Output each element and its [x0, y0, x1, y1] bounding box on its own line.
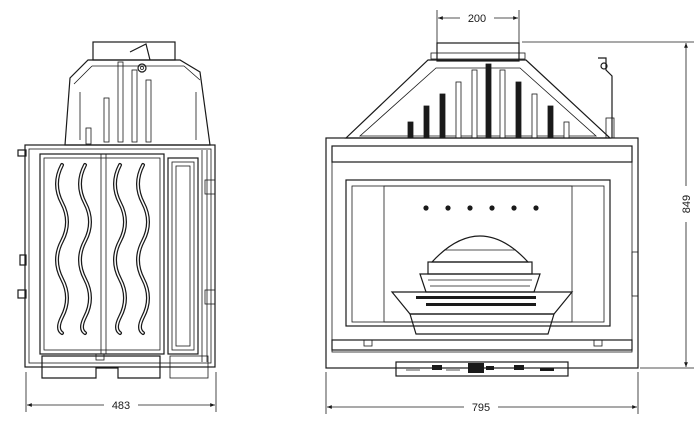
height-label: 849	[681, 195, 693, 213]
side-width-dimension: 483	[25, 372, 217, 412]
air-inlets	[423, 205, 539, 211]
front-width-dimension: 795	[325, 372, 639, 414]
side-view	[17, 41, 216, 379]
flue-width-label: 200	[468, 13, 486, 25]
front-width-label: 795	[472, 402, 490, 414]
side-width-label: 483	[112, 400, 130, 412]
ash-drawer	[395, 361, 569, 377]
firebox-opening	[345, 179, 611, 327]
height-dimension: 849	[522, 41, 694, 369]
flue-width-dimension: 200	[436, 10, 520, 44]
flue-collar	[436, 42, 520, 62]
burner-stack	[390, 235, 574, 335]
hood-rods	[407, 63, 570, 139]
front-view	[325, 42, 639, 377]
side-wave-tubes	[55, 163, 150, 335]
side-hood	[64, 59, 211, 146]
front-hood	[344, 59, 612, 139]
side-base	[41, 355, 161, 379]
side-body	[24, 144, 216, 368]
